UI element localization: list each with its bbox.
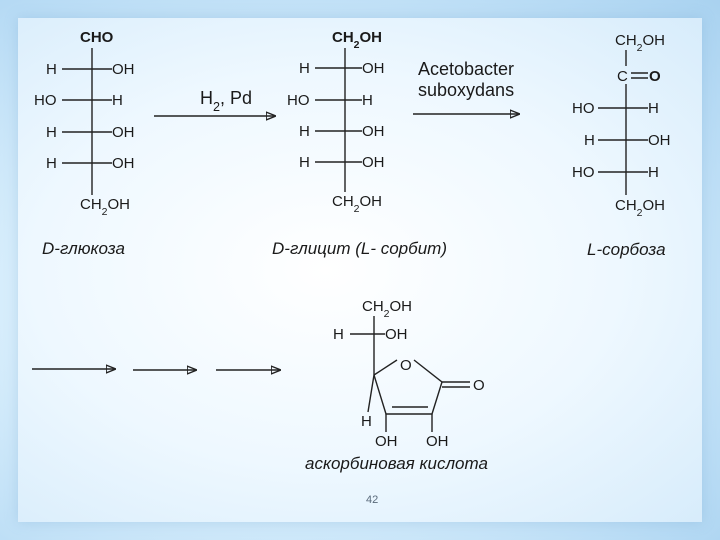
sorbose-r3-left: HO <box>572 164 595 181</box>
arrow-1: H2, Pd <box>154 88 275 116</box>
slide <box>18 18 702 522</box>
ascorbic-structure: CH2OH H OH O O H OH OH аскорбиновая кисл… <box>305 298 488 473</box>
glucose-label: D-глюкоза <box>42 239 125 258</box>
ascorbic-carbonyl-o: O <box>473 377 485 394</box>
glucose-r1-left: H <box>46 61 57 78</box>
glucitol-r4-left: H <box>299 154 310 171</box>
glucose-r2-left: HO <box>34 92 57 109</box>
glucitol-r3-right: OH <box>362 123 385 140</box>
sorbose-carbonyl-o: O <box>649 68 661 85</box>
glucitol-r4-right: OH <box>362 154 385 171</box>
ascorbic-ring-h: H <box>361 413 372 430</box>
ring-bond-c4-o <box>373 359 398 376</box>
glucose-r4-left: H <box>46 155 57 172</box>
glucitol-label: D-глицит (L- сорбит) <box>272 239 447 258</box>
glucose-r2-right: H <box>112 92 123 109</box>
ascorbic-top: CH2OH <box>362 298 412 320</box>
sorbose-structure: CH2OH C O HO H H OH HO H CH2OH L-сорбоза <box>572 32 671 259</box>
glucitol-r2-right: H <box>362 92 373 109</box>
sorbose-carbonyl-c: C <box>617 68 628 85</box>
ascorbic-oh-left: OH <box>375 433 398 450</box>
reagent-1: H2, Pd <box>200 88 252 114</box>
sorbose-top: CH2OH <box>615 32 665 54</box>
sorbose-r2-left: H <box>584 132 595 149</box>
sorbose-label: L-сорбоза <box>587 240 666 259</box>
glucose-bottom: CH2OH <box>80 196 130 218</box>
glucose-r3-right: OH <box>112 124 135 141</box>
arrow-2: Acetobacter suboxydans <box>413 59 519 114</box>
reagent-2-line1: Acetobacter <box>418 59 514 79</box>
sorbose-r1-left: HO <box>572 100 595 117</box>
sorbose-r1-right: H <box>648 100 659 117</box>
ascorbic-side-oh: OH <box>385 326 408 343</box>
glucose-structure: CHO H OH HO H H OH H OH CH2OH D-глюкоза <box>34 29 135 258</box>
ascorbic-label: аскорбиновая кислота <box>305 454 488 473</box>
reagent-2-line2: suboxydans <box>418 80 514 100</box>
glucose-r3-left: H <box>46 124 57 141</box>
glucitol-top: CH2OH <box>332 29 382 51</box>
glucitol-r3-left: H <box>299 123 310 140</box>
ring-h-bond <box>367 374 375 413</box>
glucose-r4-right: OH <box>112 155 135 172</box>
glucose-r1-right: OH <box>112 61 135 78</box>
glucitol-r2-left: HO <box>287 92 310 109</box>
sorbose-bottom: CH2OH <box>615 197 665 219</box>
ascorbic-oh-right: OH <box>426 433 449 450</box>
glucose-top: CHO <box>80 29 114 46</box>
sorbose-r2-right: OH <box>648 132 671 149</box>
sorbose-r3-right: H <box>648 164 659 181</box>
ascorbic-ring-o: O <box>400 357 412 374</box>
glucitol-bottom: CH2OH <box>332 193 382 215</box>
glucitol-r1-left: H <box>299 60 310 77</box>
glucitol-structure: CH2OH H OH HO H H OH H OH CH2OH D-глицит… <box>272 29 447 258</box>
ascorbic-side-h: H <box>333 326 344 343</box>
page-number: 42 <box>366 494 378 506</box>
bottom-arrows <box>32 369 280 370</box>
glucitol-r1-right: OH <box>362 60 385 77</box>
